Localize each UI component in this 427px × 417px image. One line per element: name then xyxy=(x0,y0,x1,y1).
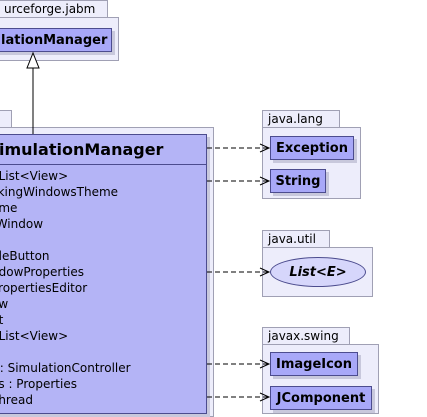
class-attribute: ndowProperties xyxy=(0,265,85,279)
class-simulation-manager: imulationManager dList<View> ckingWindows… xyxy=(0,134,207,414)
package-label-java-lang: java.lang xyxy=(268,112,323,126)
class-attribute: PropertiesEditor xyxy=(0,281,88,295)
package-tab-java-util: java.util xyxy=(262,230,330,248)
class-attribute: es : Properties xyxy=(0,377,77,391)
package-tab-sourceforge: urceforge.jabm xyxy=(0,0,108,18)
class-string-name: String xyxy=(275,173,321,189)
package-label-java-util: java.util xyxy=(268,232,316,246)
dependency-arrowhead-imageicon xyxy=(259,359,271,369)
class-exception-name: Exception xyxy=(276,140,348,156)
class-parent-manager: lationManager xyxy=(0,28,112,52)
package-tab-javax-swing: javax.swing xyxy=(262,327,350,345)
package-tab-main xyxy=(0,110,12,128)
package-tab-java-lang: java.lang xyxy=(262,110,340,128)
class-attribute: tWindow xyxy=(0,217,44,231)
class-attribute: gleButton xyxy=(0,249,50,263)
dependency-arrowhead-string xyxy=(259,176,271,186)
interface-list: List<E> xyxy=(270,257,366,287)
dependency-arrowhead-exception xyxy=(259,143,271,153)
class-string: String xyxy=(270,169,326,193)
class-exception: Exception xyxy=(270,136,354,160)
class-attribute: dList<View> xyxy=(0,169,69,183)
package-label-javax-swing: javax.swing xyxy=(268,329,339,343)
class-attribute: ew xyxy=(0,296,206,312)
dependency-arrowhead-list xyxy=(259,267,271,277)
class-attribute: dList<View> xyxy=(0,329,69,343)
class-parent-name: lationManager xyxy=(1,32,108,48)
generalization-arrowhead xyxy=(26,51,40,69)
package-label-sourceforge: urceforge.jabm xyxy=(4,2,96,16)
class-attribute: r : SimulationController xyxy=(0,361,131,375)
dependency-arrowhead-jcomponent xyxy=(259,392,271,402)
class-imageicon-name: ImageIcon xyxy=(275,356,352,372)
relationship-lines xyxy=(26,51,271,402)
class-imageicon: ImageIcon xyxy=(270,352,358,376)
interface-list-name: List<E> xyxy=(289,264,347,280)
class-attribute: ckingWindowsTheme xyxy=(0,185,119,199)
class-main-name: imulationManager xyxy=(0,135,206,165)
class-attribute: nt xyxy=(0,312,206,328)
class-attribute: ame xyxy=(0,201,18,215)
